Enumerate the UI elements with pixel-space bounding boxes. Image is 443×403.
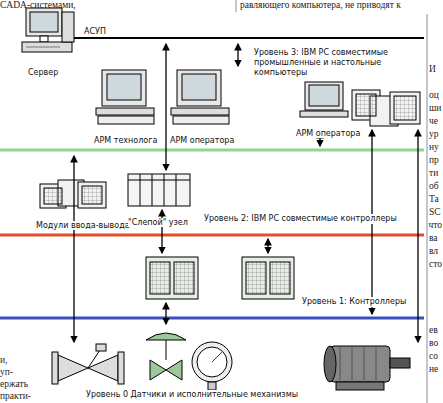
column-text-fragment: ур xyxy=(429,129,439,140)
device-label: Сервер xyxy=(28,68,58,77)
blind-node-icon xyxy=(128,174,190,206)
device-label: АРМ технолога xyxy=(94,136,157,145)
column-text-fragment: че xyxy=(429,116,438,127)
level-caption: Уровень 2: IBM PC совместимые контроллер… xyxy=(204,214,397,224)
device-label: Модули ввода-вывода xyxy=(36,221,130,230)
level-caption: АСУП xyxy=(84,27,106,37)
workstation-icon xyxy=(96,70,348,124)
io-modules-icon xyxy=(40,180,106,208)
device-label-node: АРМ оператора xyxy=(170,128,234,147)
level-3-bus xyxy=(0,149,424,152)
device-label: АРМ оператора xyxy=(296,129,360,138)
column-text-fragment: что xyxy=(428,220,442,231)
motor-symbol xyxy=(324,346,410,390)
column-text-fragment: ержать xyxy=(0,379,28,390)
level-caption: Уровень 0 Датчики и исполнительные механ… xyxy=(86,390,298,400)
column-text-fragment: SC xyxy=(429,207,441,218)
io-modules-icon xyxy=(352,90,420,126)
column-text-fragment: пр xyxy=(429,155,439,166)
column-text-fragment: И xyxy=(429,64,436,75)
device-label-node: АРМ технолога xyxy=(94,128,157,147)
column-text-fragment: Та xyxy=(429,194,439,205)
column-text-fragment: равляющего компьютера, не приводят к xyxy=(240,0,401,11)
column-text-fragment: об xyxy=(429,181,439,192)
column-text-fragment: ев xyxy=(429,325,438,336)
device-label-node: "Слепой" узел xyxy=(128,210,188,229)
column-rule xyxy=(427,14,428,403)
device-label: "Слепой" узел xyxy=(128,218,188,227)
column-text-fragment: ва xyxy=(429,233,438,244)
column-text-fragment: не xyxy=(429,364,438,375)
asup-bus xyxy=(78,37,424,39)
actuator-valve-symbol xyxy=(146,333,186,380)
column-text-fragment: уп- xyxy=(0,367,13,378)
gauge-symbol xyxy=(192,342,232,390)
column-rule xyxy=(236,0,237,12)
column-text-fragment: сто xyxy=(429,259,442,270)
server-icon xyxy=(22,8,74,52)
column-text-fragment: вл xyxy=(429,246,438,257)
controller-icon xyxy=(146,257,294,299)
column-text-fragment: ти xyxy=(429,168,438,179)
level-caption: Уровень 1: Контроллеры xyxy=(302,297,406,307)
column-text-fragment: практи- xyxy=(0,391,31,402)
device-label-node: Сервер xyxy=(28,60,58,79)
column-text-fragment: ши xyxy=(429,103,441,114)
column-text-fragment: CADA-системами, xyxy=(0,0,76,11)
column-text-fragment: со xyxy=(429,351,438,362)
valve-symbol xyxy=(52,344,124,384)
column-text-fragment: и, xyxy=(0,355,7,366)
level-caption: Уровень 3: IBM PC совместимые промышленн… xyxy=(254,48,422,78)
column-text-fragment: оц xyxy=(429,90,439,101)
level-2-bus xyxy=(0,234,424,237)
device-label: АРМ оператора xyxy=(170,136,234,145)
column-text-fragment: ну xyxy=(429,142,439,153)
device-label-node: АРМ оператора xyxy=(296,121,360,140)
level-1-bus xyxy=(0,317,424,320)
data-link-arrows xyxy=(74,44,418,342)
column-text-fragment: во xyxy=(429,338,438,349)
device-label-node: Модули ввода-вывода xyxy=(36,213,130,232)
